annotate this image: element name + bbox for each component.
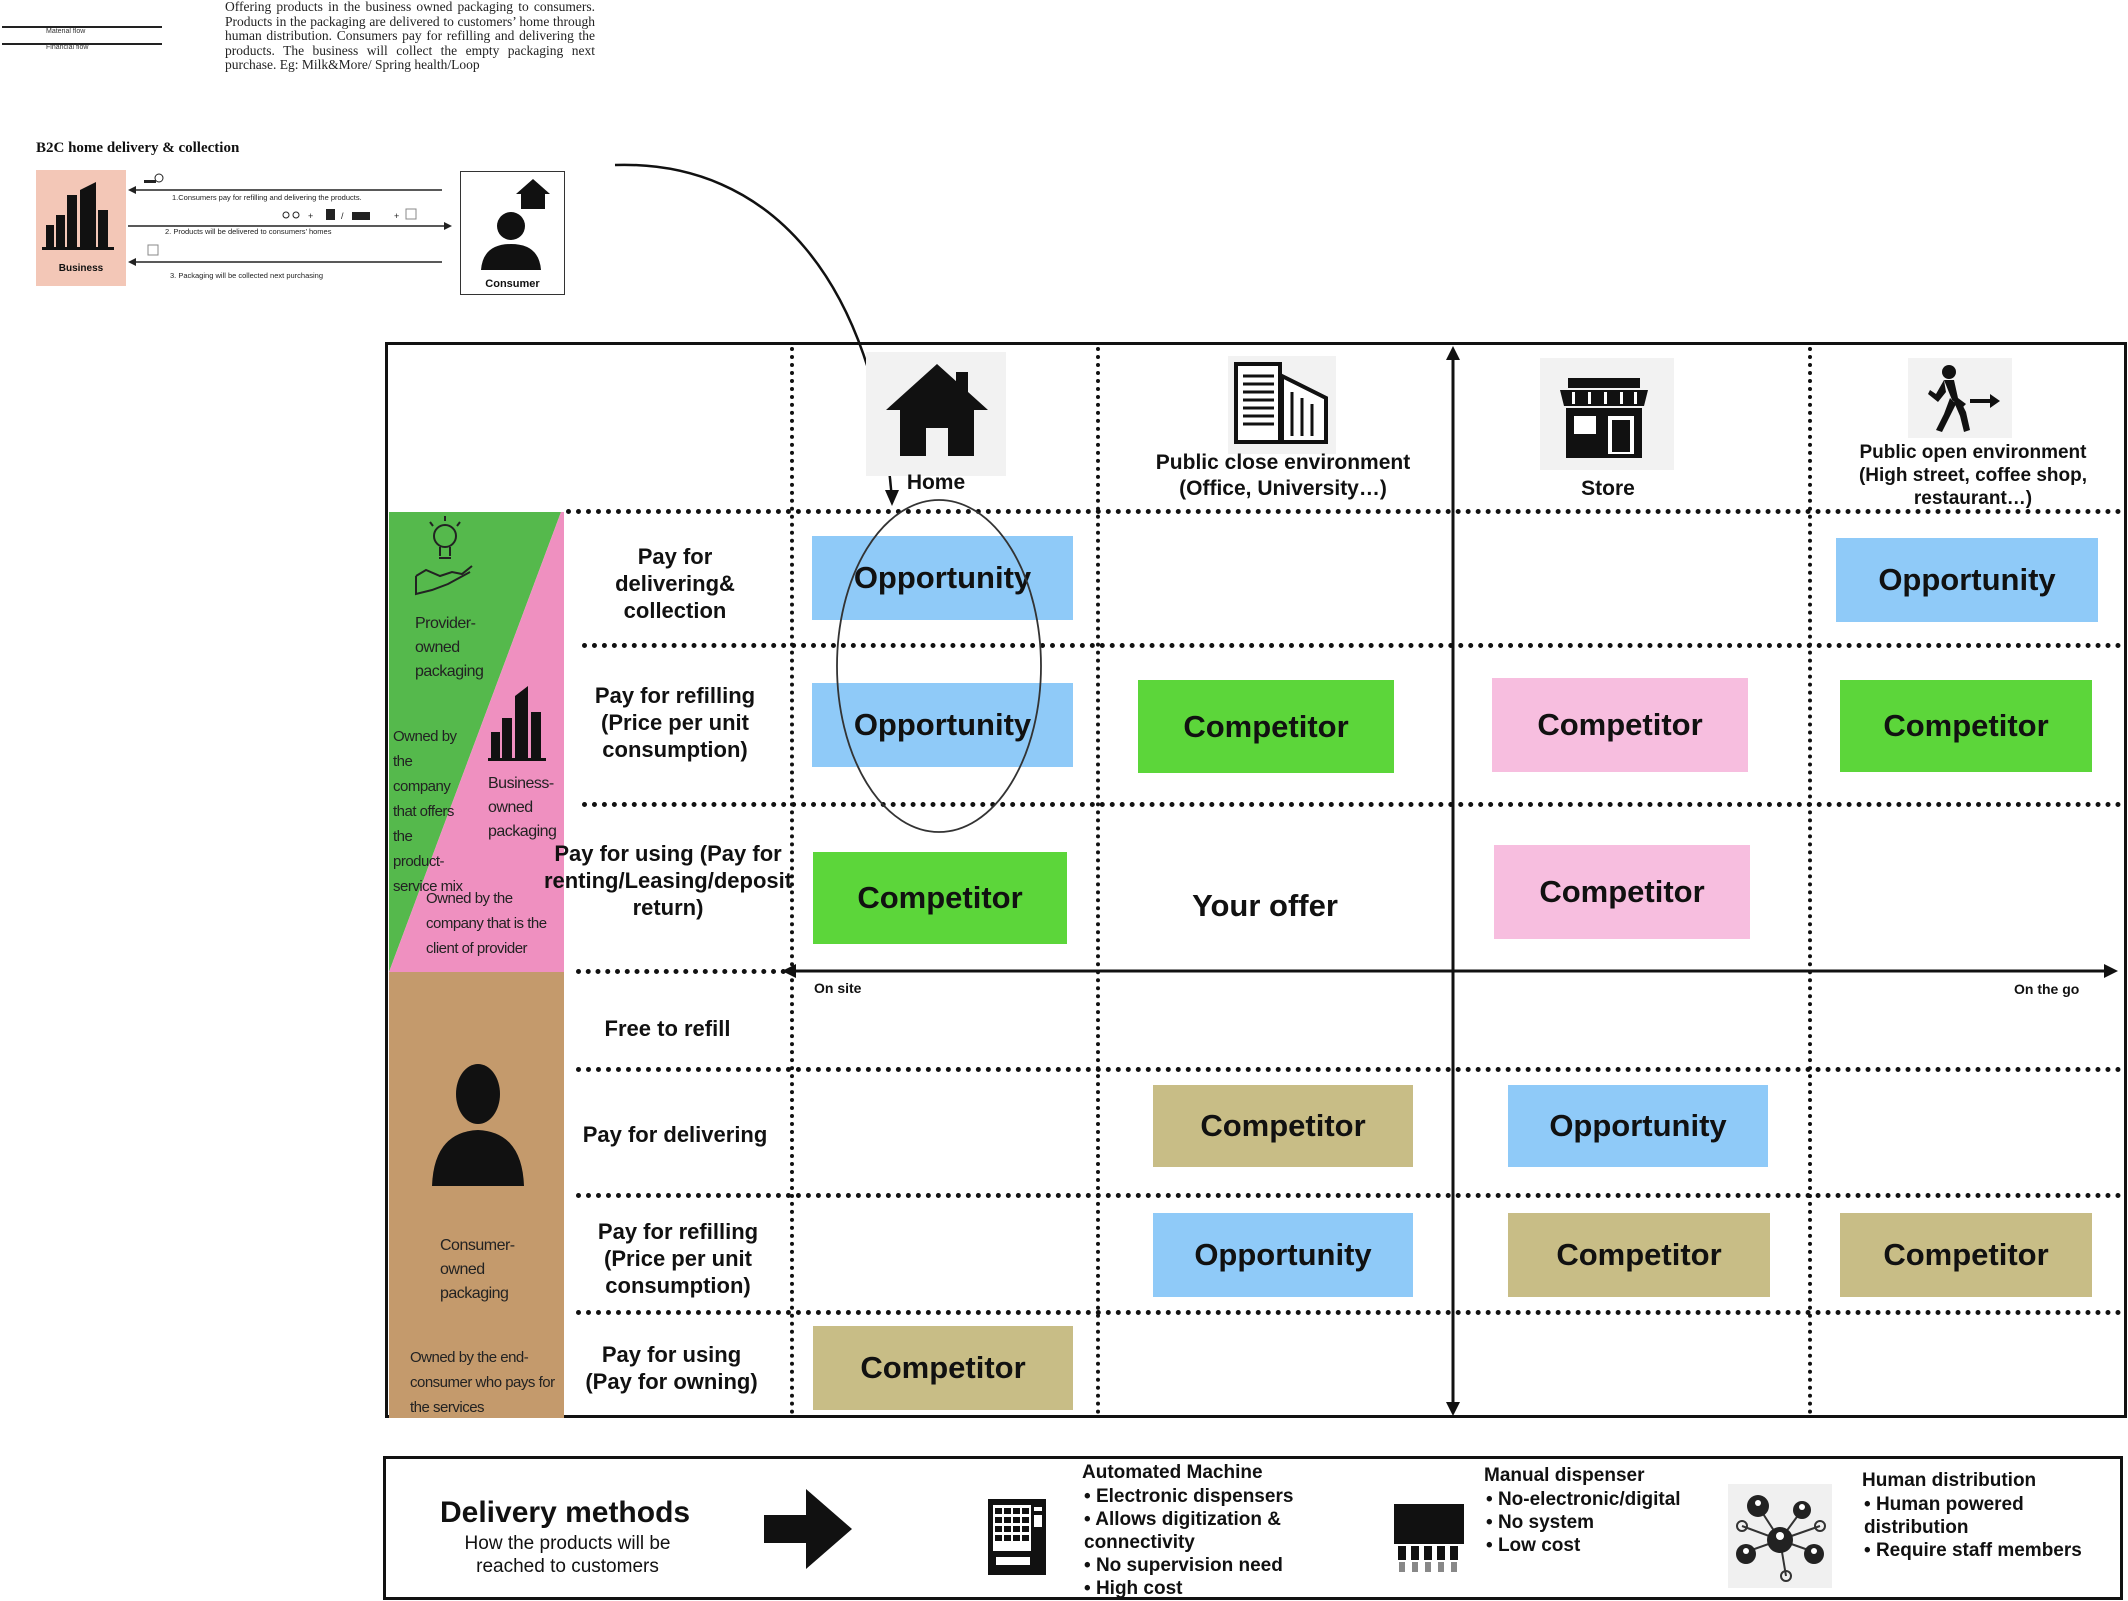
buildings-icon	[42, 182, 114, 250]
consumer-owned-label: Consumer-owned packaging	[440, 1237, 515, 1302]
financial-flow-arrow	[2, 43, 162, 45]
col-public-open: Public open environment (High street, co…	[1858, 442, 2088, 509]
cell-open-refill2-competitor: Competitor	[1840, 1213, 2092, 1297]
business-box: Business	[36, 170, 126, 286]
human-title: Human distribution	[1862, 1470, 2037, 1491]
grid-hline-5	[576, 1193, 2122, 1198]
col-public-close: Public close environment (Office, Univer…	[1155, 451, 1411, 500]
cell-store-refill-competitor: Competitor	[1492, 678, 1748, 772]
automated-title: Automated Machine	[1082, 1462, 1263, 1483]
cell-home-refill-opportunity: Opportunity	[812, 683, 1073, 767]
svg-text:+: +	[394, 211, 399, 221]
row-pay-delivering: Pay for delivering	[582, 1121, 768, 1147]
business-building-icon	[488, 686, 546, 761]
intro-paragraph: Offering products in the business owned …	[225, 0, 595, 72]
consumer-owned-band	[389, 972, 564, 1418]
manual-title: Manual dispenser	[1484, 1465, 1645, 1486]
row-pay-delivering-collection: Pay for delivering& collection	[615, 543, 735, 623]
row-pay-refilling-2: Pay for refilling (Price per unit consum…	[597, 1218, 759, 1298]
grid-vline-2	[1096, 347, 1100, 1415]
automated-list: Electronic dispensers Allows digitizatio…	[1084, 1485, 1324, 1600]
row-free-to-refill: Free to refill	[604, 1015, 731, 1041]
axes	[782, 346, 2118, 1416]
home-icon	[886, 364, 988, 456]
matrix-frame	[385, 342, 2127, 1418]
row-pay-refilling-1: Pay for refilling (Price per unit consum…	[594, 682, 756, 762]
b2c-title: B2C home delivery & collection	[36, 140, 240, 156]
cell-store-using-competitor: Competitor	[1494, 845, 1750, 939]
cell-close-delivering-competitor: Competitor	[1153, 1085, 1413, 1167]
human-list: Human powered distribution Require staff…	[1864, 1493, 2114, 1562]
col-home: Home	[906, 471, 966, 494]
manual-item: No-electronic/digital	[1486, 1488, 1726, 1511]
cell-home-using-competitor: Competitor	[813, 852, 1067, 944]
step-1: 1.Consumers pay for refilling and delive…	[172, 193, 362, 202]
highlight-ellipse	[836, 499, 1042, 833]
row-pay-using-2: Pay for using (Pay for owning)	[585, 1342, 758, 1394]
step-2: 2. Products will be delivered to consume…	[165, 227, 332, 236]
manual-item: Low cost	[1486, 1534, 1726, 1557]
manual-list: No-electronic/digital No system Low cost	[1486, 1488, 1726, 1557]
business-owned-desc: Owned by the company that is the client …	[426, 890, 547, 957]
axis-on-site: On site	[814, 980, 862, 996]
grid-hline-2	[582, 802, 2122, 807]
manual-dispenser-icon	[1394, 1504, 1464, 1572]
svg-text:/: /	[341, 211, 344, 221]
svg-text:+: +	[308, 211, 313, 221]
grid-vline-3	[1808, 347, 1812, 1415]
cell-close-refill2-opportunity: Opportunity	[1153, 1213, 1413, 1297]
consumer-owned-desc: Owned by the end-consumer who pays for t…	[410, 1349, 555, 1416]
delivery-methods-title: Delivery methods	[440, 1496, 691, 1529]
automated-item: Electronic dispensers	[1084, 1485, 1324, 1508]
human-item: Human powered distribution	[1864, 1493, 2114, 1539]
col-store: Store	[1581, 477, 1635, 500]
grid-hline-3	[576, 969, 786, 974]
person-icon	[481, 212, 541, 270]
cell-home-delivery-opportunity: Opportunity	[812, 536, 1073, 620]
cell-your-offer: Your offer	[1192, 888, 1338, 923]
vending-machine-icon	[988, 1499, 1046, 1575]
cell-home-owning-competitor: Competitor	[813, 1326, 1073, 1410]
grid-hline-0	[566, 509, 2122, 514]
consumer-label: Consumer	[485, 278, 540, 290]
cell-store-delivering-opportunity: Opportunity	[1508, 1085, 1768, 1167]
manual-item: No system	[1486, 1511, 1726, 1534]
automated-item: High cost	[1084, 1577, 1324, 1600]
business-owned-label: Business-owned packaging	[488, 775, 557, 840]
cell-close-refill-competitor: Competitor	[1138, 680, 1394, 773]
grid-hline-6	[576, 1310, 2122, 1315]
step-3: 3. Packaging will be collected next purc…	[170, 271, 324, 280]
business-label: Business	[58, 263, 104, 274]
arrow-right-icon	[764, 1489, 852, 1569]
material-flow-arrow	[2, 26, 162, 28]
grid-hline-4	[576, 1067, 2122, 1072]
walking-person-icon	[1928, 365, 2000, 432]
b2c-flow-arrows: + / +	[128, 173, 452, 266]
house-icon	[516, 179, 550, 209]
packaging-ownership-band	[389, 512, 564, 972]
human-item: Require staff members	[1864, 1539, 2114, 1562]
office-building-icon	[1234, 362, 1328, 444]
provider-owned-label: Provider-owned packaging	[415, 615, 484, 680]
delivery-methods-subtitle: How the products will be reached to cust…	[464, 1533, 671, 1577]
store-icon	[1560, 378, 1648, 458]
automated-item: Allows digitization & connectivity	[1084, 1508, 1324, 1554]
consumer-box: Consumer	[460, 171, 565, 295]
provider-owned-desc: Owned by the company that offers the pro…	[393, 728, 463, 895]
consumer-person-icon	[432, 1064, 524, 1186]
people-network-icon	[1736, 1495, 1826, 1582]
cell-open-refill-competitor: Competitor	[1840, 680, 2092, 772]
lightbulb-hand-icon	[415, 516, 473, 596]
row-pay-using-1: Pay for using (Pay for renting/Leasing/d…	[543, 840, 793, 920]
cell-open-delivery-opportunity: Opportunity	[1836, 538, 2098, 622]
grid-vline-1	[790, 347, 794, 1415]
grid-hline-1	[582, 643, 2122, 648]
automated-item: No supervision need	[1084, 1554, 1324, 1577]
material-flow-label: Material flow	[46, 28, 86, 35]
financial-flow-label: Financial flow	[46, 44, 89, 51]
axis-on-the-go: On the go	[2014, 981, 2080, 997]
cell-store-refill2-competitor: Competitor	[1508, 1213, 1770, 1297]
